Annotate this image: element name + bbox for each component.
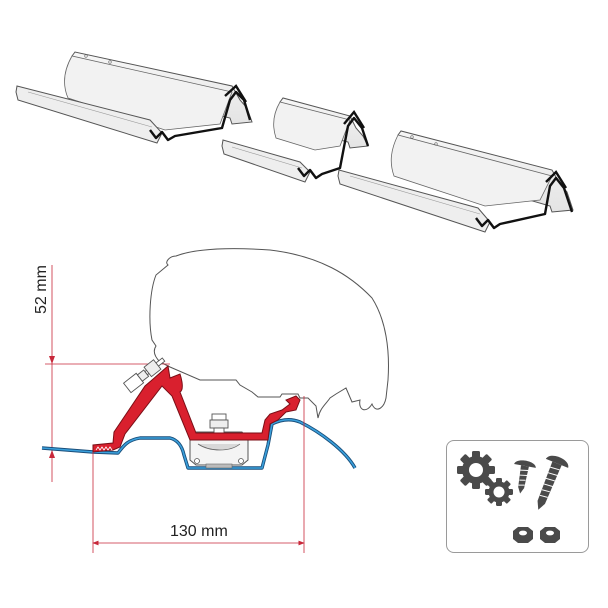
rail-short-middle [221,97,370,183]
bolt-and-nut [209,413,229,435]
height-dimension-label: 52 mm [33,265,50,314]
small-gear-icon [485,478,513,506]
hardware-kit-box [446,440,589,553]
nut-icon [513,527,533,543]
long-screw-icon [537,455,569,510]
width-dimension-label: 130 mm [170,523,228,540]
large-gear-icon [457,451,495,489]
rail-long-left [15,51,253,144]
nut-icon [540,527,560,543]
short-screw-icon [514,460,536,494]
side-bolt [122,357,166,394]
rail-long-right [337,130,574,233]
adapter-profile [92,365,301,453]
awning-case-outline [149,248,389,419]
